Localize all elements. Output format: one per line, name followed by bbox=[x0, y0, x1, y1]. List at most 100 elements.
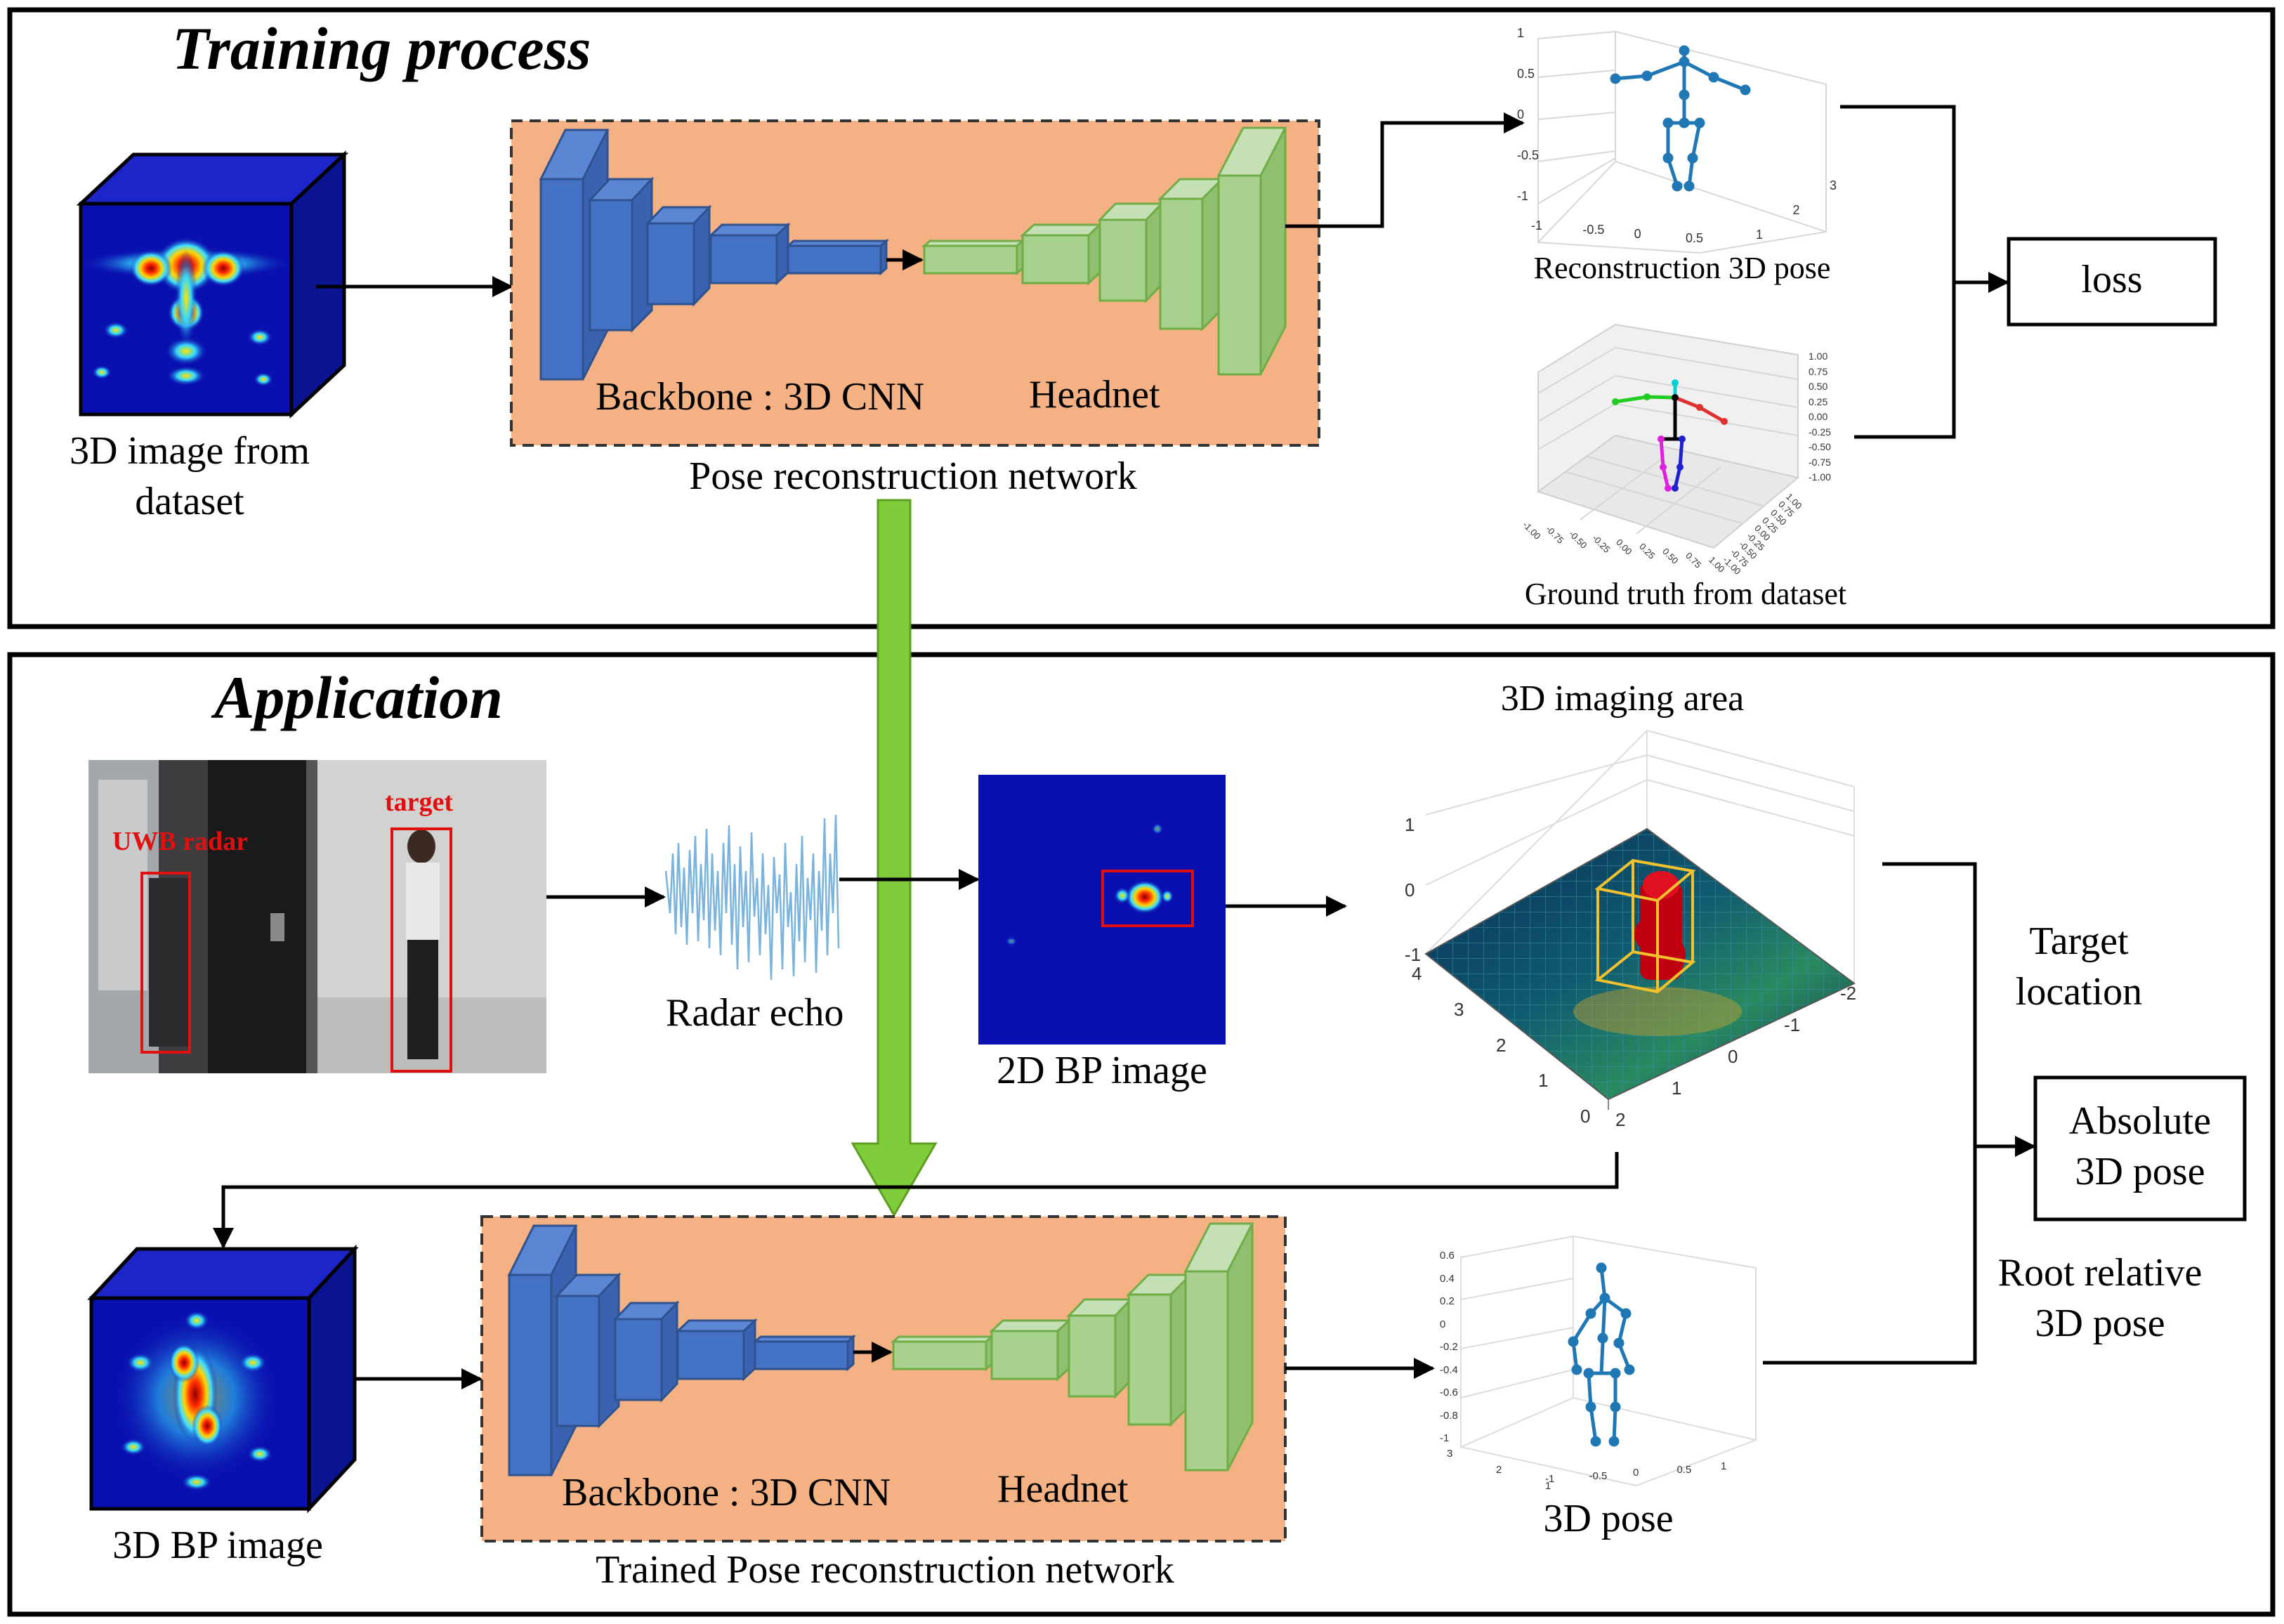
area-y-tick: 0 bbox=[1580, 1106, 1591, 1127]
recon-z-tick: -1 bbox=[1517, 189, 1529, 203]
trained-backbone-layers bbox=[507, 1224, 856, 1476]
bp3d-cube bbox=[87, 1244, 359, 1514]
pose-x-tick: -1 bbox=[1545, 1473, 1555, 1485]
recon-z-tick: 1 bbox=[1517, 26, 1525, 40]
area-y-tick: 3 bbox=[1454, 998, 1464, 1020]
absolute-pose-label-line2: 3D pose bbox=[2075, 1150, 2205, 1193]
imaging-area-plot bbox=[1424, 729, 1856, 1110]
target-location-label-line2: location bbox=[2015, 970, 2143, 1014]
recon-x-tick: -0.5 bbox=[1582, 223, 1605, 237]
application-section-frame bbox=[7, 652, 2276, 1617]
pose-y-tick: 2 bbox=[1496, 1464, 1502, 1476]
gt-z-tick: -0.25 bbox=[1809, 426, 1831, 438]
training-backbone-layers bbox=[539, 129, 889, 381]
bp3d-heatmap-blobs bbox=[112, 1311, 281, 1491]
pose-z-tick: 0 bbox=[1440, 1318, 1446, 1330]
pose-y-tick: 3 bbox=[1447, 1448, 1453, 1460]
imaging-area-label: 3D imaging area bbox=[1500, 679, 1745, 719]
gt-z-tick: 1.00 bbox=[1809, 351, 1828, 362]
recon-y-tick: 3 bbox=[1830, 178, 1837, 192]
area-y-tick: 2 bbox=[1496, 1034, 1507, 1056]
connector-area-to-absolute bbox=[1763, 862, 1977, 1365]
area-y-tick: 1 bbox=[1538, 1070, 1549, 1092]
area-x-tick: -2 bbox=[1840, 983, 1857, 1004]
recon-x-tick: 0 bbox=[1634, 227, 1641, 241]
training-heatmap-blobs bbox=[81, 237, 291, 386]
gt-z-tick: 0.00 bbox=[1809, 411, 1828, 422]
connector-area-to-bp3d bbox=[213, 1152, 1619, 1249]
gt-z-tick: 0.25 bbox=[1809, 395, 1828, 407]
loss-label: loss bbox=[2081, 258, 2143, 301]
training-input-label-line1: 3D image from bbox=[69, 429, 310, 473]
pose-x-tick: -0.5 bbox=[1589, 1469, 1608, 1482]
pose-z-tick: -1 bbox=[1440, 1432, 1450, 1444]
ground-truth-skeleton bbox=[1612, 379, 1728, 492]
trained-network-label: Trained Pose reconstruction network bbox=[596, 1548, 1174, 1592]
transfer-weights-arrow bbox=[851, 499, 938, 1217]
gt-z-tick: -0.75 bbox=[1809, 456, 1831, 468]
radar-echo-waveform bbox=[664, 814, 840, 981]
loss-box bbox=[2007, 237, 2217, 327]
gt-z-tick: 0.50 bbox=[1809, 381, 1828, 392]
gt-z-tick: 0.75 bbox=[1809, 365, 1828, 377]
recon-x-tick: -1 bbox=[1531, 218, 1543, 233]
training-network-block bbox=[510, 119, 1320, 447]
area-z-tick: 1 bbox=[1405, 814, 1415, 835]
photo-label-radar: UWB radar bbox=[112, 827, 249, 856]
training-section-frame bbox=[7, 7, 2276, 629]
pose-label: 3D pose bbox=[1543, 1497, 1674, 1540]
pose-z-tick: 0.4 bbox=[1440, 1272, 1455, 1285]
pose-x-tick: 0 bbox=[1633, 1467, 1639, 1479]
gt-z-tick: -0.50 bbox=[1809, 441, 1831, 452]
pose-x-tick: 1 bbox=[1721, 1460, 1727, 1472]
area-x-tick: 1 bbox=[1672, 1078, 1682, 1099]
absolute-pose-label-line1: Absolute bbox=[2068, 1099, 2212, 1143]
bp2d-image bbox=[978, 775, 1226, 1045]
pose-z-tick: -0.2 bbox=[1440, 1341, 1458, 1353]
area-y-tick: 4 bbox=[1412, 963, 1422, 984]
root-relative-label-line1: Root relative bbox=[1997, 1251, 2203, 1295]
connector-reconstruction-to-loss bbox=[1840, 105, 1956, 439]
absolute-pose-box bbox=[2033, 1075, 2247, 1222]
experiment-photo bbox=[88, 760, 546, 1073]
recon-z-tick: -0.5 bbox=[1517, 148, 1540, 162]
recon-x-tick: 0.5 bbox=[1686, 231, 1704, 245]
area-z-tick: 0 bbox=[1405, 879, 1415, 901]
training-input-cube bbox=[76, 150, 349, 419]
reconstruction-pose-plot bbox=[1537, 30, 1827, 254]
bp3d-label: 3D BP image bbox=[112, 1524, 323, 1567]
target-bounding-box bbox=[1594, 858, 1696, 994]
recon-z-tick: 0.5 bbox=[1517, 67, 1535, 81]
ground-truth-grid bbox=[1537, 347, 1799, 535]
gt-z-tick: -1.00 bbox=[1809, 471, 1831, 483]
training-input-label-line2: dataset bbox=[135, 480, 244, 523]
ground-truth-plot bbox=[1536, 323, 1800, 549]
bp2d-label: 2D BP image bbox=[997, 1049, 1207, 1092]
training-headnet-label: Headnet bbox=[1029, 373, 1160, 417]
trained-headnet-label: Headnet bbox=[997, 1467, 1129, 1511]
area-z-tick: -1 bbox=[1405, 944, 1422, 965]
pose-z-tick: 0.2 bbox=[1440, 1295, 1455, 1307]
area-x-tick: -1 bbox=[1784, 1014, 1801, 1035]
target-body-blob bbox=[1634, 871, 1686, 980]
reconstruction-pose-label: Reconstruction 3D pose bbox=[1533, 251, 1831, 285]
training-headnet-layers bbox=[921, 126, 1287, 376]
target-highlight-box bbox=[390, 827, 452, 1073]
radar-highlight-box bbox=[140, 872, 191, 1054]
ground-truth-label: Ground truth from dataset bbox=[1524, 577, 1847, 611]
area-x-tick: 0 bbox=[1728, 1046, 1738, 1067]
trained-headnet-layers bbox=[891, 1222, 1254, 1472]
target-location-label-line1: Target bbox=[2029, 919, 2129, 963]
arrow-network-to-reconstruction bbox=[1285, 112, 1525, 228]
pose-y-tick: 1 bbox=[1545, 1480, 1551, 1492]
training-network-label: Pose reconstruction network bbox=[689, 454, 1137, 498]
recon-y-tick: 2 bbox=[1792, 203, 1800, 217]
radar-echo-label: Radar echo bbox=[666, 991, 844, 1035]
training-backbone-label: Backbone : 3D CNN bbox=[596, 375, 925, 419]
trained-backbone-label: Backbone : 3D CNN bbox=[562, 1471, 891, 1514]
root-relative-label-line2: 3D pose bbox=[2035, 1302, 2165, 1345]
pose-skeleton bbox=[1568, 1262, 1635, 1447]
trained-network-block bbox=[480, 1215, 1287, 1543]
photo-label-target: target bbox=[385, 787, 454, 817]
